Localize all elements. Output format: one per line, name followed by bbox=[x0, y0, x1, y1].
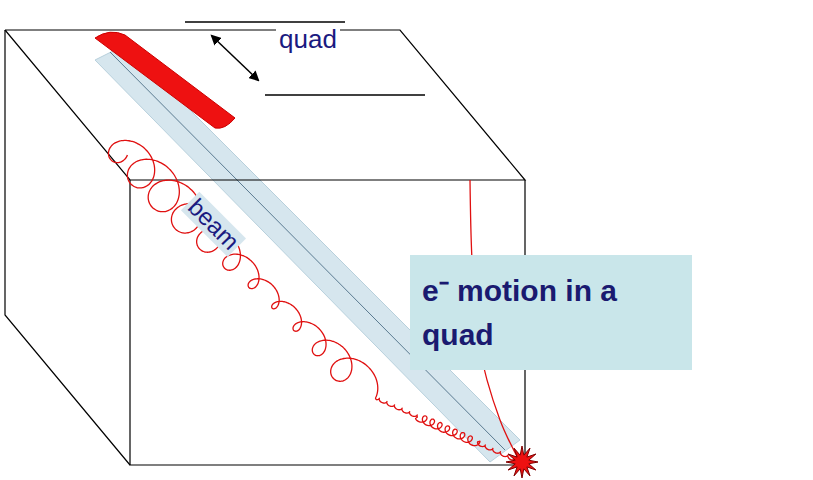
callout-box: e⁻ motion in a quad bbox=[410, 255, 692, 370]
quad-label: quad bbox=[276, 25, 340, 54]
box-left bbox=[5, 30, 130, 465]
beam-band bbox=[95, 45, 520, 462]
callout-text: e⁻ motion in a quad bbox=[422, 269, 678, 356]
starburst bbox=[506, 446, 538, 478]
electron-sheet bbox=[95, 32, 235, 128]
pole-line bbox=[185, 21, 345, 23]
pole-line bbox=[265, 94, 425, 96]
gap-arrow bbox=[212, 36, 258, 80]
beam-axis bbox=[110, 52, 505, 450]
box-top bbox=[5, 30, 525, 180]
quad-box bbox=[5, 30, 525, 465]
